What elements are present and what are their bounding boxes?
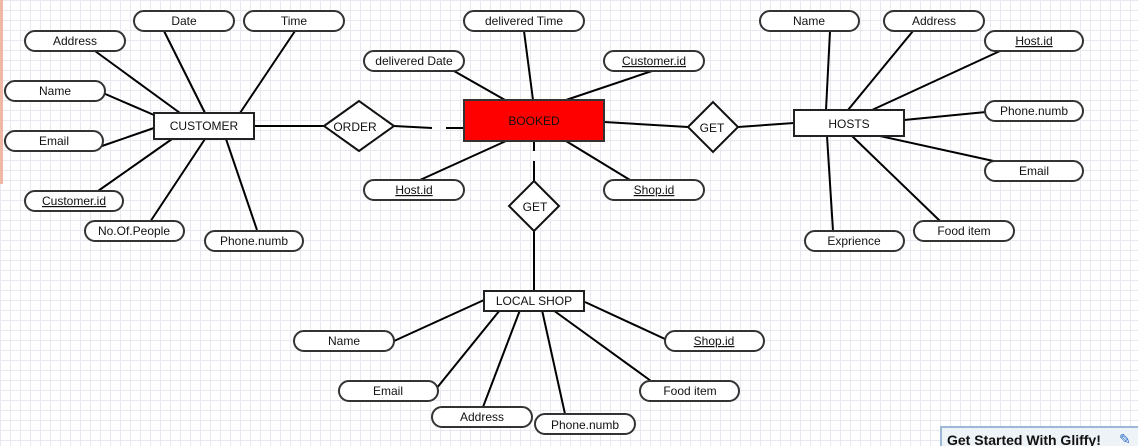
booked-customer-id-attribute[interactable]: Customer.id [603, 50, 705, 72]
booked-delivered-date-attribute[interactable]: delivered Date [363, 50, 465, 72]
booked-host-id-attribute[interactable]: Host.id [363, 179, 465, 201]
hosts-entity[interactable]: HOSTS [793, 109, 905, 137]
booked-delivered-time-attribute[interactable]: delivered Time [463, 10, 585, 32]
customer-entity[interactable]: CUSTOMER [153, 112, 255, 140]
svg-text:BOOKED: BOOKED [508, 114, 560, 128]
banner-text: Get Started With Gliffy! [947, 432, 1101, 446]
pencil-icon: ✎ [1119, 431, 1131, 446]
svg-text:Name: Name [328, 334, 360, 348]
hosts-email-attribute[interactable]: Email [984, 160, 1084, 182]
local-shop-entity[interactable]: LOCAL SHOP [483, 290, 585, 312]
connectors [94, 30, 1001, 415]
shop-shop-id-attribute[interactable]: Shop.id [664, 330, 765, 352]
booked-shop-id-attribute[interactable]: Shop.id [603, 179, 705, 201]
svg-text:Email: Email [39, 134, 69, 148]
shop-phone-attribute[interactable]: Phone.numb [534, 413, 636, 435]
svg-text:CUSTOMER: CUSTOMER [170, 119, 239, 133]
get-shop-relationship[interactable]: GET [507, 179, 561, 233]
gliffy-promo-banner[interactable]: Get Started With Gliffy! ✎ [940, 426, 1138, 446]
shop-name-attribute[interactable]: Name [293, 330, 395, 352]
customer-phone-attribute[interactable]: Phone.numb [204, 230, 304, 252]
svg-text:GET: GET [700, 121, 725, 135]
svg-text:Phone.numb: Phone.numb [1000, 104, 1068, 118]
svg-text:Customer.id: Customer.id [622, 54, 686, 68]
svg-text:Host.id: Host.id [395, 183, 432, 197]
svg-text:Exprience: Exprience [827, 234, 881, 248]
hosts-phone-attribute[interactable]: Phone.numb [984, 100, 1084, 122]
svg-text:Name: Name [39, 84, 71, 98]
svg-text:Shop.id: Shop.id [694, 334, 735, 348]
left-edge-marker [0, 0, 3, 184]
svg-text:Food item: Food item [663, 384, 716, 398]
shop-email-attribute[interactable]: Email [338, 380, 439, 402]
shop-food-item-attribute[interactable]: Food item [639, 380, 740, 402]
hosts-host-id-attribute[interactable]: Host.id [984, 30, 1084, 52]
svg-text:ORDER: ORDER [333, 120, 377, 134]
svg-text:delivered Time: delivered Time [485, 14, 563, 28]
customer-id-attribute[interactable]: Customer.id [24, 190, 124, 212]
svg-text:Phone.numb: Phone.numb [220, 234, 288, 248]
svg-text:HOSTS: HOSTS [828, 117, 869, 131]
svg-text:Host.id: Host.id [1015, 34, 1052, 48]
shop-address-attribute[interactable]: Address [431, 406, 533, 428]
customer-time-attribute[interactable]: Time [243, 10, 345, 32]
svg-text:Customer.id: Customer.id [42, 194, 106, 208]
customer-email-attribute[interactable]: Email [4, 130, 104, 152]
svg-text:No.Of.People: No.Of.People [98, 224, 170, 238]
svg-text:LOCAL SHOP: LOCAL SHOP [496, 294, 572, 308]
hosts-food-item-attribute[interactable]: Food item [913, 220, 1015, 242]
hosts-name-attribute[interactable]: Name [759, 10, 860, 32]
customer-address-attribute[interactable]: Address [24, 30, 126, 52]
svg-text:Food item: Food item [937, 224, 990, 238]
svg-text:Phone.numb: Phone.numb [551, 418, 619, 432]
customer-name-attribute[interactable]: Name [4, 80, 106, 102]
svg-text:Address: Address [53, 34, 97, 48]
hosts-address-attribute[interactable]: Address [883, 10, 985, 32]
svg-text:Date: Date [171, 14, 197, 28]
svg-text:Shop.id: Shop.id [634, 183, 675, 197]
svg-text:Address: Address [912, 14, 956, 28]
svg-text:GET: GET [523, 200, 548, 214]
svg-text:Time: Time [281, 14, 308, 28]
order-relationship[interactable]: ORDER [322, 99, 396, 153]
hosts-experience-attribute[interactable]: Exprience [804, 230, 905, 252]
get-hosts-relationship[interactable]: GET [686, 100, 740, 154]
svg-text:Address: Address [460, 410, 504, 424]
customer-date-attribute[interactable]: Date [133, 10, 235, 32]
svg-text:Name: Name [793, 14, 825, 28]
svg-text:delivered Date: delivered Date [375, 54, 453, 68]
svg-text:Email: Email [1019, 164, 1049, 178]
customer-no-of-people-attribute[interactable]: No.Of.People [84, 220, 185, 242]
booked-entity[interactable]: BOOKED [463, 99, 605, 142]
svg-text:Email: Email [373, 384, 403, 398]
